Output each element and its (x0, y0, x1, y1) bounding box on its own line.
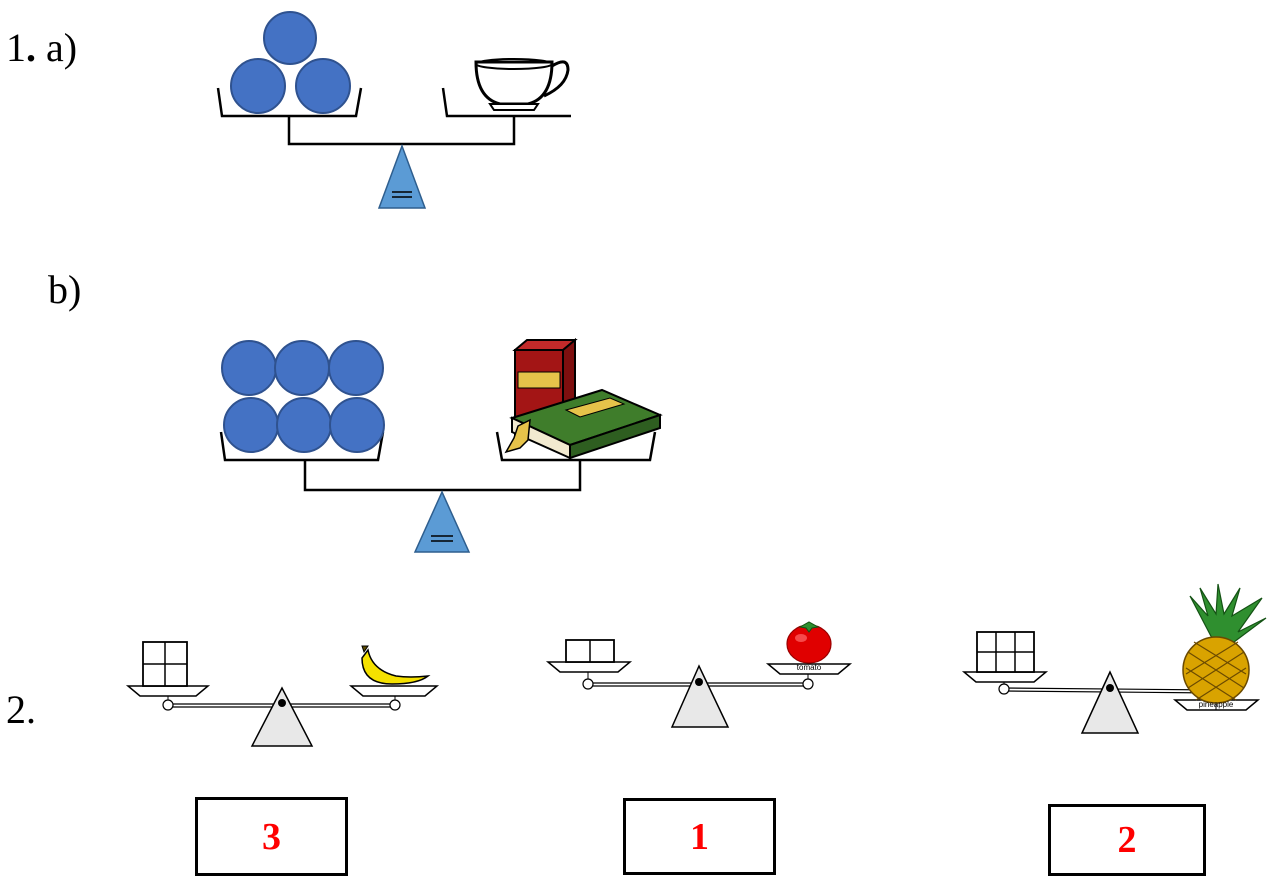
tomato-icon (787, 622, 831, 663)
weight-circle (231, 59, 285, 113)
tomato-tag: tomato (797, 663, 822, 672)
books-icon (506, 340, 660, 458)
balance-1b (221, 340, 660, 552)
scale-tomato: tomato (548, 622, 850, 727)
answer-box-2[interactable]: 1 (623, 798, 776, 875)
weight-circle (330, 398, 384, 452)
balance-1b-fulcrum (415, 492, 469, 552)
balance-1b-beam (305, 460, 580, 490)
banana-icon (362, 646, 428, 684)
weight-block-6 (977, 632, 1034, 672)
pineapple-icon (1183, 584, 1266, 703)
balance-1a-fulcrum (379, 146, 425, 208)
answer-value-1: 3 (262, 815, 281, 859)
weight-circle (329, 341, 383, 395)
balance-1a-beam (289, 116, 514, 144)
scale-banana (128, 642, 437, 746)
scale-pineapple-left-pan (964, 672, 1046, 682)
answer-value-2: 1 (690, 815, 709, 859)
answer-box-1[interactable]: 3 (195, 797, 348, 876)
scale-pineapple: pineapple (964, 584, 1266, 733)
scale-banana-fulcrum (252, 688, 312, 746)
answer-box-3[interactable]: 2 (1048, 804, 1206, 876)
scale-tomato-fulcrum (672, 666, 728, 727)
scale-pineapple-fulcrum (1082, 672, 1138, 733)
weight-circle (275, 341, 329, 395)
weight-circle (264, 12, 316, 64)
weight-circle (224, 398, 278, 452)
scale-banana-left-pan (128, 686, 208, 696)
pineapple-tag: pineapple (1199, 700, 1234, 709)
scale-tomato-left-pan (548, 662, 630, 672)
answer-value-3: 2 (1118, 818, 1137, 862)
weight-block-4 (143, 642, 187, 686)
balance-1a (218, 12, 578, 208)
weight-circle (222, 341, 276, 395)
teacup-icon (470, 50, 578, 112)
weight-circle (296, 59, 350, 113)
weight-block-2 (566, 640, 614, 662)
weight-circle (277, 398, 331, 452)
scale-banana-right-pan (351, 686, 437, 696)
